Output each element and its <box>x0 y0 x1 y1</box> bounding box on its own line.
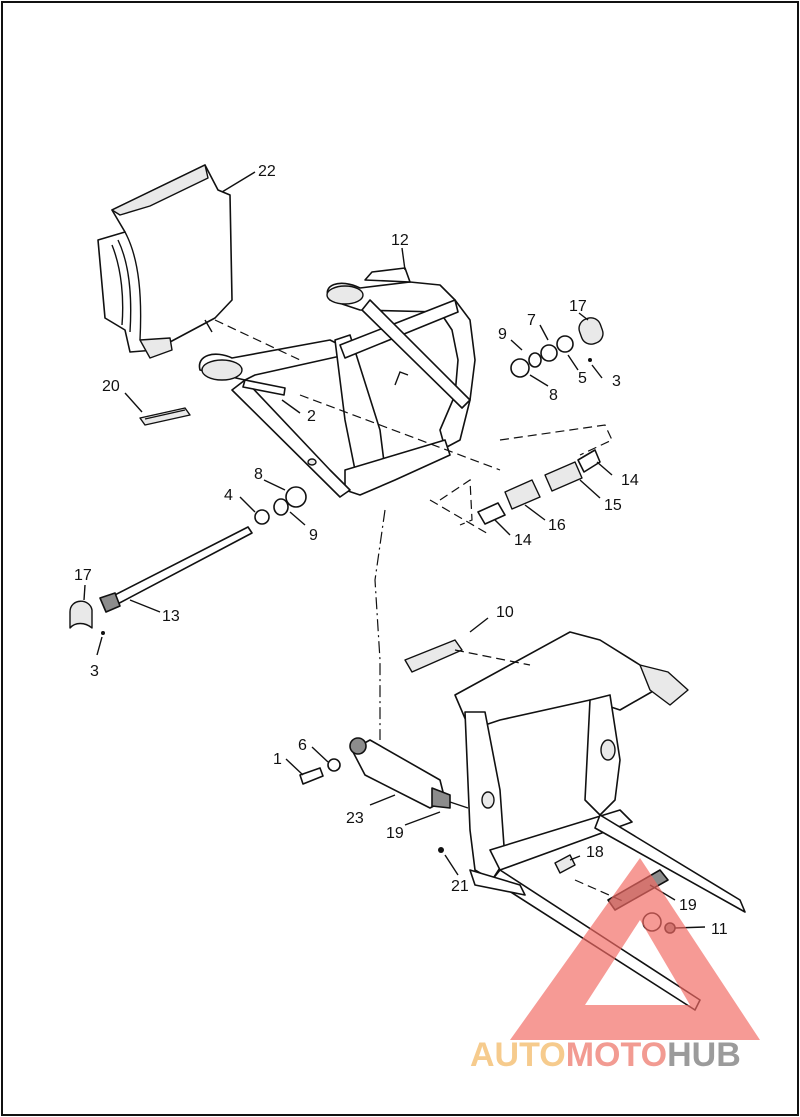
label-7: 7 <box>527 312 536 329</box>
part-18-pin <box>554 854 576 874</box>
label-15: 15 <box>604 497 622 514</box>
parts-left-bushings <box>254 486 307 525</box>
label-9-left: 9 <box>309 527 318 544</box>
main-frame <box>454 631 746 1011</box>
label-14: 14 <box>621 472 639 489</box>
callout-labels: 22 12 17 9 7 5 3 8 20 2 8 4 9 14 15 16 1… <box>74 163 728 938</box>
label-21: 21 <box>451 878 469 895</box>
label-8-left: 8 <box>254 466 263 483</box>
label-2: 2 <box>307 408 316 425</box>
watermark-moto: MOTO <box>566 1036 667 1074</box>
svg-text:AUTOMOTOHUB: AUTOMOTOHUB <box>470 1036 741 1074</box>
label-3-lower: 3 <box>90 663 99 680</box>
part-22-belt-guard <box>97 164 233 359</box>
label-20: 20 <box>102 378 120 395</box>
label-19: 19 <box>386 825 404 842</box>
part-12-swingarm <box>198 267 476 498</box>
label-3: 3 <box>612 373 621 390</box>
label-4: 4 <box>224 487 233 504</box>
part-17-lower-cap <box>69 600 105 635</box>
watermark-auto: AUTO <box>470 1036 566 1074</box>
label-22: 22 <box>258 163 276 180</box>
label-5: 5 <box>578 370 587 387</box>
watermark-hub: HUB <box>667 1036 741 1074</box>
label-6: 6 <box>298 737 307 754</box>
label-12: 12 <box>391 232 409 249</box>
label-19-lower: 19 <box>679 897 697 914</box>
label-23: 23 <box>346 810 364 827</box>
label-10: 10 <box>496 604 514 621</box>
leader-lines <box>83 171 706 929</box>
part-10-block <box>404 639 463 673</box>
label-17: 17 <box>569 298 587 315</box>
label-18: 18 <box>586 844 604 861</box>
label-8: 8 <box>549 387 558 404</box>
label-17-lower: 17 <box>74 567 92 584</box>
part-13-axle <box>99 526 253 613</box>
parts-14-15-16-bushings <box>477 449 601 525</box>
assembly-lines <box>214 319 626 903</box>
label-14-lower: 14 <box>514 532 532 549</box>
watermark-triangle <box>510 858 760 1040</box>
part-2-bolt <box>242 379 286 396</box>
label-16: 16 <box>548 517 566 534</box>
watermark: AUTOMOTOHUB <box>470 858 760 1074</box>
label-13: 13 <box>162 608 180 625</box>
label-11: 11 <box>711 921 728 938</box>
label-1: 1 <box>273 751 282 768</box>
part-20-strap <box>139 407 191 426</box>
parts-upper-right-bushings <box>510 317 604 378</box>
part-23-shock <box>299 737 469 853</box>
label-9: 9 <box>498 326 507 343</box>
